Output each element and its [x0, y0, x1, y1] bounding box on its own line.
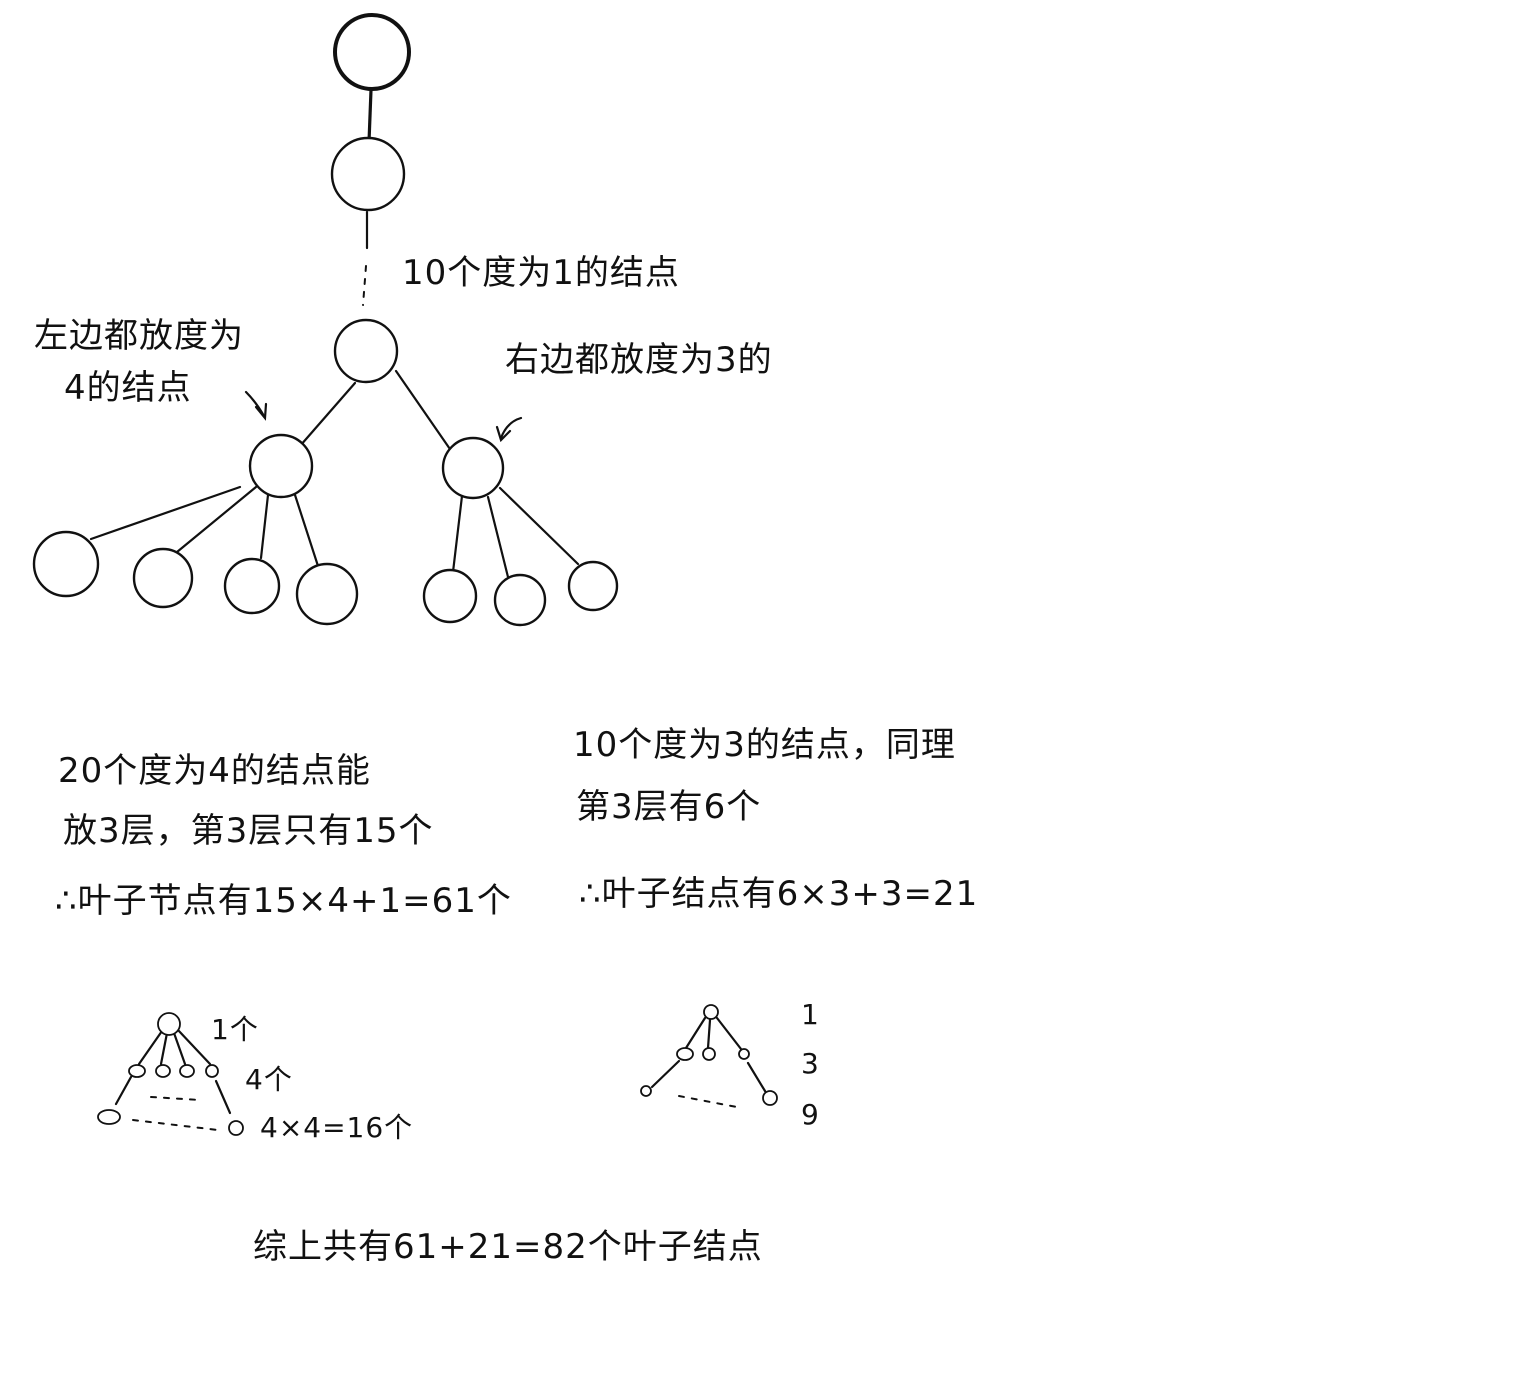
right-leaf-node-1 — [422, 568, 478, 624]
edge-right-leaf-1 — [451, 494, 464, 574]
mini-right-edge-4 — [650, 1059, 681, 1089]
right-note: 右边都放度为3的 — [505, 340, 773, 380]
mini-right-child-2 — [702, 1047, 716, 1061]
left-arrow-head-icon — [254, 402, 268, 421]
mini-left-edge-2 — [159, 1031, 169, 1066]
mini-right-edge-5 — [746, 1061, 767, 1093]
conclusion-text: 综上共有61+21=82个叶子结点 — [253, 1227, 763, 1267]
right-arrow-head-icon — [495, 425, 512, 443]
mini-tree-left — [97, 1012, 244, 1136]
mini-right-edge-2 — [706, 1018, 712, 1050]
mini-left-dots-2 — [150, 1096, 201, 1101]
mini-right-child-3 — [738, 1048, 750, 1060]
right-leaf-node-2 — [493, 573, 547, 627]
left-leaf-node-1 — [32, 530, 100, 598]
mini-left-edge-6 — [214, 1079, 232, 1115]
mini-left-edge-4 — [176, 1028, 212, 1066]
mini-right-level1-label: 1 — [801, 998, 820, 1031]
edge-right-leaf-3 — [498, 486, 580, 566]
mini-left-edge-5 — [114, 1075, 133, 1106]
mini-left-child-2 — [155, 1064, 171, 1078]
right-analysis-line3: ∴叶子结点有6×3+3=21 — [579, 874, 979, 914]
mini-left-edge-3 — [172, 1031, 187, 1066]
mini-right-root — [703, 1004, 719, 1020]
degree1-nodes-label: 10个度为1的结点 — [402, 253, 680, 293]
mini-right-leaf-first — [640, 1085, 652, 1097]
left-note-line1: 左边都放度为 — [34, 316, 244, 356]
mini-left-level3-label: 4×4=16个 — [260, 1111, 414, 1144]
mini-right-dots — [678, 1095, 743, 1109]
right-arrow-icon — [499, 416, 523, 440]
mini-left-child-3 — [179, 1064, 195, 1078]
mini-left-leaf-first — [97, 1109, 121, 1125]
edge-right-leaf-2 — [486, 495, 510, 579]
branch-node — [333, 318, 399, 384]
right-analysis-line1: 10个度为3的结点，同理 — [573, 725, 956, 765]
right-leaf-node-3 — [567, 560, 619, 612]
edge-left-leaf-3 — [259, 493, 270, 560]
left-leaf-node-4 — [295, 562, 359, 626]
mini-left-child-4 — [205, 1064, 219, 1078]
mini-left-level1-label: 1个 — [211, 1013, 259, 1046]
mini-right-child-1 — [676, 1047, 694, 1061]
right-analysis-line2: 第3层有6个 — [576, 787, 762, 827]
edge-root-child — [367, 88, 373, 144]
mini-right-level3-label: 9 — [801, 1098, 820, 1131]
left-analysis-line2: 放3层，第3层只有15个 — [63, 811, 434, 851]
degree1-node — [330, 136, 406, 212]
left-analysis-line1: 20个度为4的结点能 — [58, 751, 371, 791]
mini-left-leaf-last — [228, 1120, 244, 1136]
left-note-line2: 4的结点 — [64, 368, 192, 408]
mini-left-root — [157, 1012, 181, 1036]
main-tree-nodes — [32, 13, 619, 627]
mini-right-level2-label: 3 — [801, 1047, 820, 1080]
edge-right-subtree — [394, 369, 454, 454]
mini-left-level2-label: 4个 — [245, 1063, 293, 1096]
mini-left-edge-1 — [137, 1029, 164, 1066]
edge-chain-dots — [362, 265, 367, 306]
edge-left-leaf-2 — [175, 485, 258, 554]
mini-right-edge-3 — [715, 1016, 743, 1051]
left-degree4-node — [248, 433, 314, 499]
main-tree-edges — [89, 88, 580, 579]
mini-tree-right — [640, 1004, 778, 1109]
mini-right-edge-1 — [684, 1016, 707, 1050]
mini-left-dots-3 — [132, 1119, 219, 1131]
edge-left-subtree — [298, 381, 357, 448]
left-analysis-line3: ∴叶子节点有15×4+1=61个 — [55, 881, 512, 921]
mini-left-child-1 — [128, 1064, 146, 1078]
mini-right-leaf-last — [762, 1090, 778, 1106]
right-degree3-node — [441, 436, 505, 500]
root-node — [333, 13, 411, 91]
edge-left-leaf-1 — [89, 485, 242, 541]
left-leaf-node-3 — [223, 557, 281, 615]
edge-left-leaf-4 — [293, 493, 320, 568]
left-leaf-node-2 — [132, 547, 194, 609]
annotation-arrows — [244, 390, 523, 443]
